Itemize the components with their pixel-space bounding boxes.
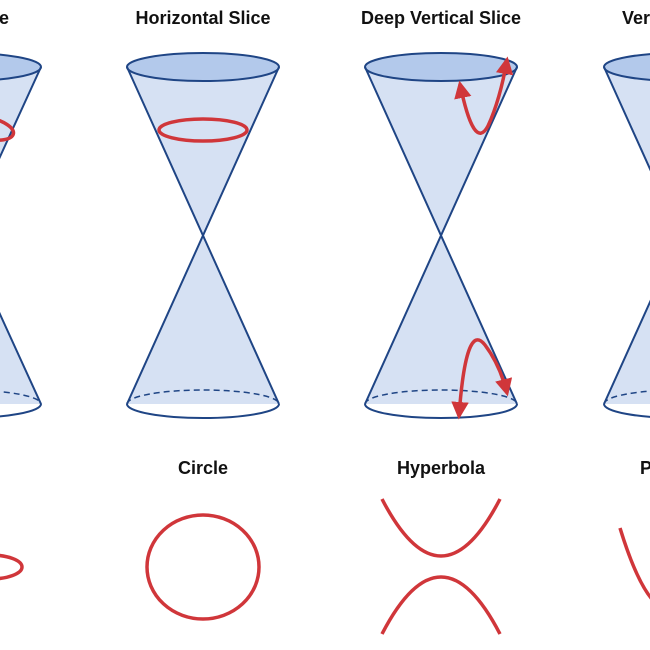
panel-title: Ver xyxy=(622,8,650,28)
ellipse-curve xyxy=(0,553,24,581)
parabola-curve xyxy=(618,527,650,600)
panel-deep-vertical-slice: Deep Vertical Slice Hyperbola xyxy=(361,8,521,635)
double-cone xyxy=(603,53,650,418)
arrow-icon xyxy=(451,338,513,420)
slice-curve xyxy=(157,117,249,143)
panel-title: Horizontal Slice xyxy=(135,8,270,28)
panel-vertical-slice: Ver P xyxy=(603,8,650,600)
double-cone xyxy=(0,53,42,418)
panel-title: Slice xyxy=(0,8,9,28)
hyperbola-lower-branch xyxy=(380,575,502,635)
panel-horizontal-slice: Horizontal Slice Circle xyxy=(126,8,280,621)
slice-curve xyxy=(0,114,16,142)
hyperbola-upper-branch xyxy=(380,498,502,558)
curve-title: Hyperbola xyxy=(397,458,486,478)
panel-title: Deep Vertical Slice xyxy=(361,8,521,28)
curve-title: P xyxy=(640,458,650,478)
panel-slice: Slice xyxy=(0,8,42,581)
double-cone xyxy=(126,52,280,419)
curve-title: Circle xyxy=(178,458,228,478)
circle-curve xyxy=(145,513,261,621)
arrow-icon xyxy=(454,56,514,135)
